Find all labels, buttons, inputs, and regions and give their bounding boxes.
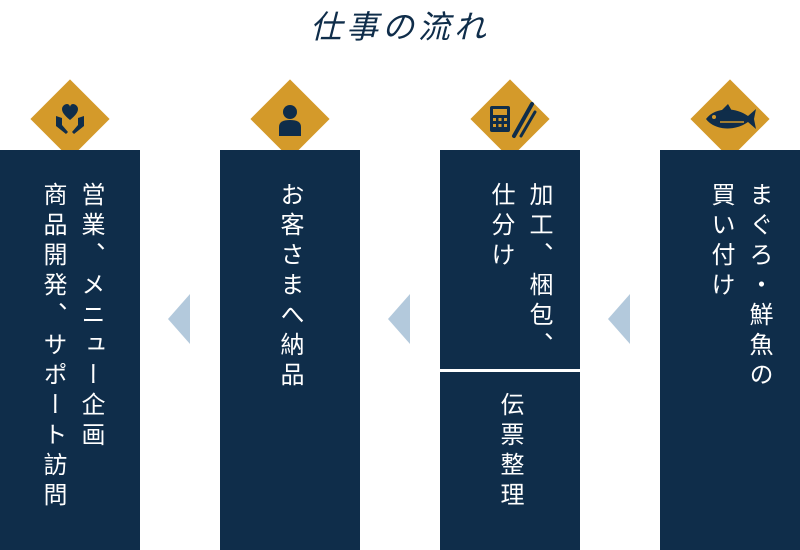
person-icon bbox=[279, 105, 301, 136]
step-2-panel: 加工、梱包、 仕分け 伝票整理 bbox=[440, 150, 580, 550]
tuna-fish-icon bbox=[706, 104, 756, 129]
step-divider bbox=[440, 369, 580, 372]
flow-arrow-icon bbox=[168, 294, 190, 344]
step-3-panel: お客さまへ納品 bbox=[220, 150, 360, 550]
flow-arrow-icon bbox=[388, 294, 410, 344]
step-1-panel: まぐろ・鮮魚の 買い付け bbox=[660, 150, 800, 550]
heart-hands-icon bbox=[56, 104, 84, 134]
flow-arrow-icon bbox=[608, 294, 630, 344]
step-4-label: 営業、メニュー企画 商品開発、サポート訪問 bbox=[39, 182, 105, 512]
step-1-label: まぐろ・鮮魚の 買い付け bbox=[707, 182, 773, 392]
step-2-label: 加工、梱包、 仕分け bbox=[487, 182, 553, 362]
calculator-knife-icon bbox=[490, 102, 537, 138]
step-4-panel: 営業、メニュー企画 商品開発、サポート訪問 bbox=[0, 150, 140, 550]
step-3-label: お客さまへ納品 bbox=[276, 182, 304, 392]
page-title: 仕事の流れ bbox=[309, 8, 490, 46]
step-2-sub-label: 伝票整理 bbox=[496, 392, 524, 512]
